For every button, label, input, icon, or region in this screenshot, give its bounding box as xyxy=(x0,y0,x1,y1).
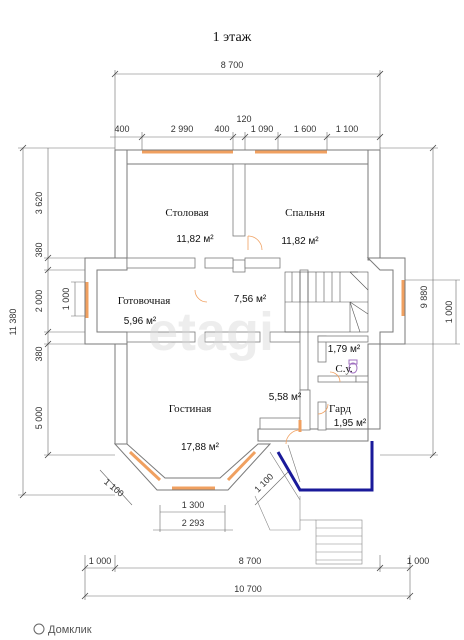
room-hall-area: 7,56 м² xyxy=(234,294,267,305)
domclick-label: Домклик xyxy=(48,624,92,636)
window-bay-right xyxy=(226,450,257,482)
dim-left-2: 2 000 xyxy=(34,290,44,313)
room-labels: Столовая 11,82 м² Спальня 11,82 м² Готов… xyxy=(118,207,367,453)
room-wardrobe-name: Гард xyxy=(329,403,351,415)
staircase xyxy=(284,271,369,333)
dim-bay-right: 1 100 xyxy=(252,471,275,494)
window-bay-left xyxy=(128,450,162,482)
room-wardrobe-area: 1,95 м² xyxy=(334,418,367,429)
room-living-area: 17,88 м² xyxy=(181,442,220,453)
terrace-guide xyxy=(269,444,301,501)
dim-left-total: 11 380 xyxy=(8,309,18,336)
dim-top-total: 8 700 xyxy=(221,60,244,70)
dim-top-6: 1 100 xyxy=(336,124,359,134)
dim-left-0: 3 620 xyxy=(34,192,44,215)
dim-bottom-1: 8 700 xyxy=(239,556,262,566)
dim-top-4: 1 090 xyxy=(251,124,274,134)
dim-top-1: 2 990 xyxy=(171,124,194,134)
dim-left-inner: 1 000 xyxy=(61,288,71,311)
dim-top-2: 400 xyxy=(214,124,229,134)
dimension-ticks xyxy=(19,70,437,600)
room-wc-area: 1,79 м² xyxy=(328,344,361,355)
dim-bottom-total: 10 700 xyxy=(234,584,262,594)
toilet-icon xyxy=(348,359,358,374)
dim-top-5: 1 600 xyxy=(294,124,317,134)
terrace xyxy=(276,441,374,492)
room-corridor-area: 5,58 м² xyxy=(269,392,302,403)
dim-bottom-2: 1 000 xyxy=(407,556,430,566)
dim-bay-full: 2 293 xyxy=(182,518,205,528)
room-kitchen-name: Готовочная xyxy=(118,295,171,307)
porch-steps xyxy=(254,495,363,565)
dim-bay-left: 1 100 xyxy=(102,477,126,499)
room-wc-name: С.у. xyxy=(335,363,352,375)
dim-left-1: 380 xyxy=(34,242,44,257)
dim-left-3: 380 xyxy=(34,346,44,361)
dim-top-0: 400 xyxy=(114,124,129,134)
room-bedroom-area: 11,82 м² xyxy=(281,236,319,247)
dim-right-inner: 1 000 xyxy=(444,301,454,324)
dimension-labels: 8 700 400 2 990 400 120 1 090 1 600 1 10… xyxy=(8,60,454,594)
windows xyxy=(85,150,405,490)
dim-bottom-0: 1 000 xyxy=(89,556,112,566)
room-kitchen-area: 5,96 м² xyxy=(124,316,157,327)
room-living-name: Гостиная xyxy=(169,403,212,415)
dim-bay-width: 1 300 xyxy=(182,500,205,510)
interior-walls xyxy=(126,163,369,431)
floor-title: 1 этаж xyxy=(212,30,252,45)
room-dining-area: 11,82 м² xyxy=(176,234,214,245)
domclick-watermark: Домклик xyxy=(33,623,92,636)
dim-top-3: 120 xyxy=(236,114,251,124)
room-dining-name: Столовая xyxy=(165,207,208,219)
door-arcs xyxy=(194,235,341,445)
dim-left-4: 5 000 xyxy=(34,407,44,430)
etagi-watermark: etagi xyxy=(148,302,274,362)
room-bedroom-name: Спальня xyxy=(285,207,325,219)
dim-right-total: 9 880 xyxy=(419,286,429,309)
